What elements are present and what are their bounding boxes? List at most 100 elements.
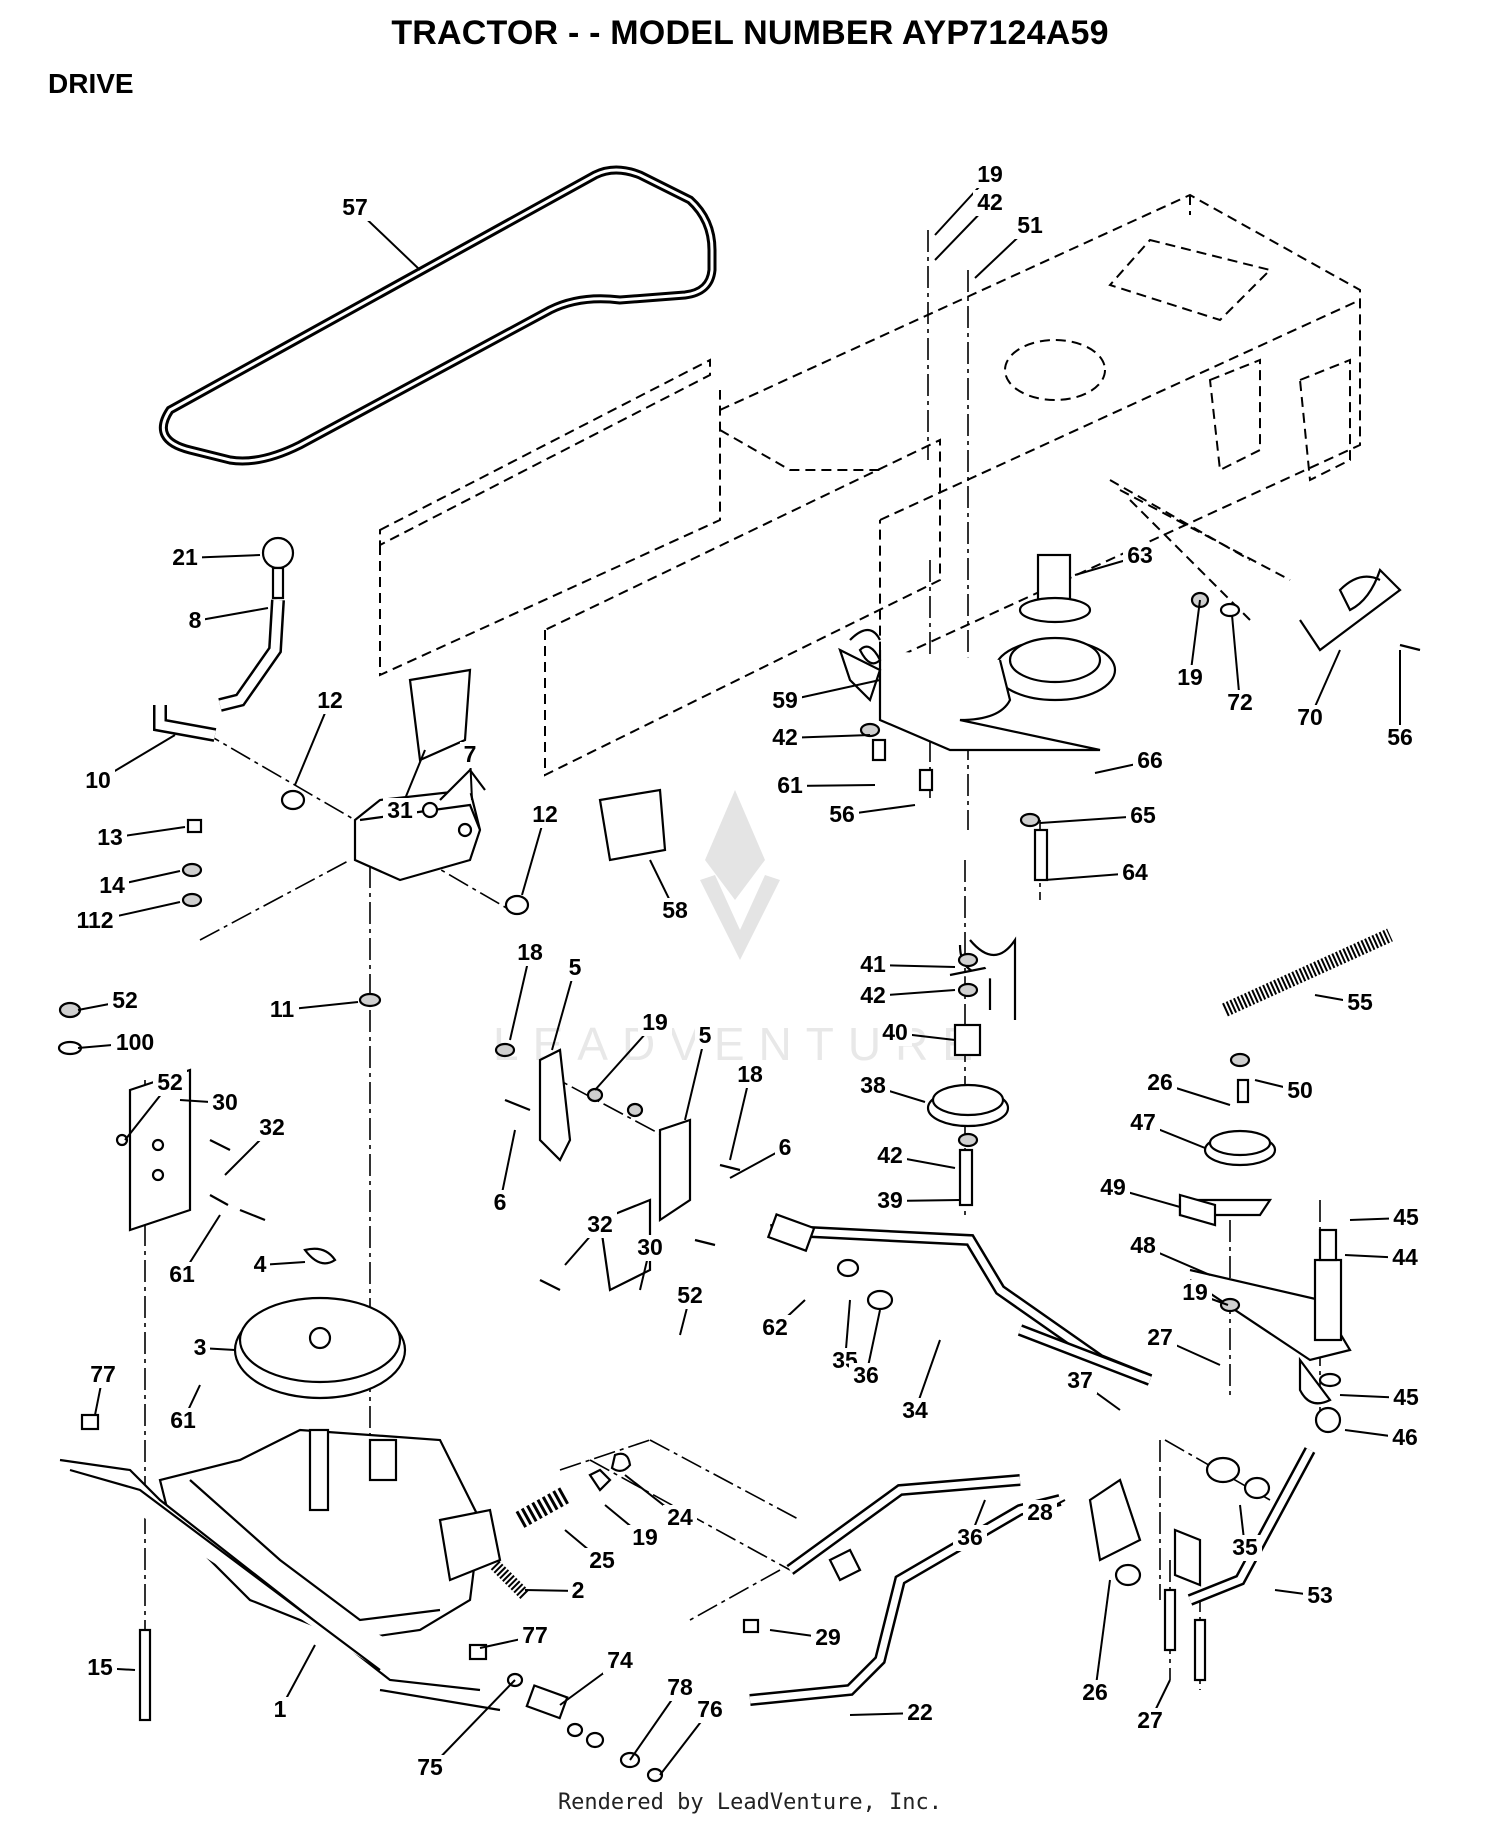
callout-halo bbox=[585, 1548, 619, 1574]
callout-55: 55 bbox=[1314, 989, 1377, 1016]
callout-74: 74 bbox=[559, 1647, 637, 1706]
callout-30: 30 bbox=[633, 1234, 667, 1291]
callout-halo bbox=[973, 190, 1007, 216]
callout-27: 27 bbox=[1143, 1324, 1221, 1366]
callout-halo bbox=[1283, 1078, 1317, 1104]
callout-number: 45 bbox=[1393, 1384, 1419, 1410]
callout-number: 32 bbox=[259, 1114, 285, 1140]
callout-14: 14 bbox=[95, 870, 181, 899]
callout-leader bbox=[194, 607, 269, 622]
callout-32: 32 bbox=[224, 1114, 289, 1176]
callout-leader bbox=[1094, 1579, 1111, 1694]
callout-number: 36 bbox=[957, 1524, 983, 1550]
callout-34: 34 bbox=[898, 1339, 941, 1424]
callout-72: 72 bbox=[1223, 614, 1257, 716]
callout-halo bbox=[1389, 1205, 1423, 1231]
callout-number: 7 bbox=[464, 741, 477, 767]
callout-number: 1 bbox=[274, 1696, 287, 1722]
callout-number: 78 bbox=[667, 1674, 693, 1700]
callout-56: 56 bbox=[1383, 650, 1417, 751]
callout-halo bbox=[658, 898, 692, 924]
callout-number: 52 bbox=[677, 1282, 703, 1308]
callout-30: 30 bbox=[179, 1089, 242, 1116]
callout-53: 53 bbox=[1274, 1582, 1337, 1609]
callout-44: 44 bbox=[1344, 1244, 1422, 1271]
callout-52: 52 bbox=[673, 1282, 707, 1336]
callout-19: 19 bbox=[604, 1504, 662, 1551]
callout-29: 29 bbox=[769, 1624, 845, 1651]
callout-4: 4 bbox=[250, 1251, 306, 1278]
callout-number: 11 bbox=[270, 996, 295, 1022]
callout-halo bbox=[313, 688, 347, 714]
callout-52: 52 bbox=[124, 1069, 187, 1141]
callout-51: 51 bbox=[974, 212, 1047, 279]
callout-halo bbox=[1133, 1708, 1167, 1734]
callout-number: 61 bbox=[170, 1407, 196, 1433]
callout-halo bbox=[1118, 860, 1152, 886]
callout-6: 6 bbox=[729, 1134, 795, 1179]
callout-halo bbox=[166, 1408, 200, 1434]
callout-number: 27 bbox=[1137, 1707, 1163, 1733]
callout-62: 62 bbox=[758, 1299, 806, 1341]
callout-58: 58 bbox=[649, 859, 692, 924]
callout-32: 32 bbox=[564, 1211, 617, 1266]
callout-66: 66 bbox=[1094, 747, 1167, 774]
callout-12: 12 bbox=[294, 687, 347, 786]
callout-3: 3 bbox=[190, 1334, 236, 1361]
callout-27: 27 bbox=[1133, 1679, 1171, 1734]
callout-halo bbox=[1293, 705, 1327, 731]
callout-leader bbox=[1231, 614, 1241, 704]
callout-number: 52 bbox=[157, 1069, 183, 1095]
callout-halo bbox=[513, 940, 547, 966]
callout-halo bbox=[603, 1648, 637, 1674]
callout-42: 42 bbox=[934, 189, 1007, 261]
watermark: LEADVENTURE bbox=[493, 790, 973, 1070]
callout-halo bbox=[583, 1212, 617, 1238]
callout-number: 21 bbox=[172, 544, 198, 570]
callout-number: 30 bbox=[637, 1234, 663, 1260]
callout-5: 5 bbox=[684, 1022, 715, 1121]
callout-number: 19 bbox=[642, 1009, 668, 1035]
callout-number: 61 bbox=[169, 1261, 195, 1287]
callout-100: 100 bbox=[77, 1029, 159, 1056]
callout-halo bbox=[1063, 1368, 1097, 1394]
callout-leader bbox=[509, 952, 531, 1041]
callout-42: 42 bbox=[768, 724, 871, 751]
callout-number: 19 bbox=[1182, 1279, 1208, 1305]
callout-halo bbox=[878, 1020, 912, 1046]
callout-number: 27 bbox=[1147, 1324, 1173, 1350]
callout-number: 31 bbox=[387, 797, 413, 823]
page-title: TRACTOR - - MODEL NUMBER AYP7124A59 bbox=[391, 14, 1109, 52]
callout-number: 40 bbox=[882, 1019, 908, 1045]
callout-41: 41 bbox=[856, 951, 956, 978]
callout-number: 51 bbox=[1017, 212, 1043, 238]
callout-15: 15 bbox=[83, 1654, 136, 1681]
callout-halo bbox=[873, 1188, 907, 1214]
callout-5: 5 bbox=[551, 954, 585, 1051]
callout-number: 10 bbox=[85, 767, 111, 793]
callout-19: 19 bbox=[1178, 1279, 1229, 1306]
callout-leader bbox=[684, 1035, 706, 1121]
callout-halo bbox=[628, 1525, 662, 1551]
callout-halo bbox=[873, 1143, 907, 1169]
callout-number: 41 bbox=[860, 951, 886, 977]
callout-19: 19 bbox=[1173, 599, 1207, 691]
callout-number: 4 bbox=[254, 1251, 267, 1277]
callout-28: 28 bbox=[1023, 1499, 1066, 1526]
mid-brackets bbox=[494, 1042, 741, 1292]
callout-halo bbox=[93, 825, 127, 851]
callout-38: 38 bbox=[856, 1072, 926, 1103]
shift-lever bbox=[153, 536, 295, 742]
callout-18: 18 bbox=[509, 939, 547, 1041]
callout-number: 39 bbox=[877, 1187, 903, 1213]
callout-halo bbox=[1126, 803, 1160, 829]
callout-halo bbox=[528, 802, 562, 828]
callout-number: 45 bbox=[1393, 1204, 1419, 1230]
callout-number: 52 bbox=[112, 987, 138, 1013]
callout-number: 55 bbox=[1347, 989, 1373, 1015]
linkage-rods bbox=[742, 1213, 1316, 1706]
drive-belt bbox=[158, 165, 717, 466]
callout-12: 12 bbox=[521, 801, 562, 896]
callout-halo bbox=[1389, 1385, 1423, 1411]
